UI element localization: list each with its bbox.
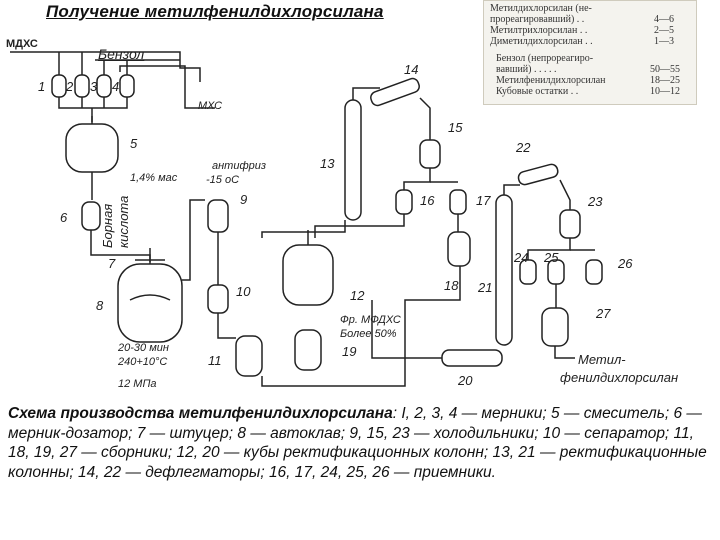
mdhs-label: МДХС [6, 38, 38, 50]
column-cube [371, 300, 503, 367]
cooler-pipe [527, 238, 571, 260]
figure-caption: Схема производства метилфенилдихлорсилан… [8, 404, 714, 482]
svg-text:24: 24 [513, 250, 528, 265]
collector-vessel [235, 335, 263, 377]
svg-text:6: 6 [60, 210, 68, 225]
product-label: фенилдихлорсилан [560, 370, 679, 385]
equipment-numbers: 1 2 3 4 5 6 7 8 9 10 11 12 13 14 15 16 1… [38, 62, 633, 388]
svg-text:10: 10 [236, 284, 251, 299]
svg-text:13: 13 [320, 156, 335, 171]
fraction-percent-label: Более 50% [340, 328, 397, 340]
svg-text:7: 7 [108, 256, 116, 271]
cooler-vessel [419, 139, 441, 169]
svg-text:11: 11 [208, 353, 222, 368]
separator-pipe [217, 313, 236, 339]
composition-row-name: Кубовые остатки . . [496, 86, 579, 97]
antifreeze-label: антифриз [212, 160, 266, 172]
dephlegmator [370, 77, 431, 140]
product-pipe [554, 346, 575, 359]
svg-text:12: 12 [350, 288, 365, 303]
svg-text:9: 9 [240, 192, 247, 207]
svg-text:18: 18 [444, 278, 459, 293]
svg-text:14: 14 [404, 62, 418, 77]
collector-vessel [541, 307, 569, 347]
svg-text:22: 22 [515, 140, 531, 155]
composition-row-name: прореагировавший) . . [490, 14, 585, 25]
feed-pipe [10, 51, 201, 82]
autoclave-outlet-pipe [182, 199, 205, 281]
pressure-label: 12 МПа [118, 378, 157, 390]
fraction-label: Фр. МФДХС [340, 314, 401, 326]
svg-text:16: 16 [420, 193, 435, 208]
svg-text:15: 15 [448, 120, 463, 135]
antifreeze-temp-label: -15 оС [206, 174, 240, 186]
svg-text:1: 1 [38, 79, 45, 94]
composition-table: Метилдихлорсилан (не- прореагировавший) … [483, 0, 697, 105]
svg-text:19: 19 [342, 344, 356, 359]
svg-text:2: 2 [65, 79, 74, 94]
svg-text:25: 25 [543, 250, 559, 265]
caption-text: : I, 2, 3, 4 — мерники; 5 — смеситель; 6… [8, 405, 707, 481]
boric-acid-label: Борная [100, 203, 115, 248]
process-flow-diagram: 1 2 3 4 5 6 7 8 9 10 11 12 13 14 15 16 1… [10, 51, 633, 388]
return-pipe [314, 214, 405, 238]
composition-row-name: вавший) . . . . . [496, 64, 557, 75]
receiver-vessel [519, 259, 537, 285]
composition-row-name: Диметилдихлорсилан . . [490, 36, 593, 47]
measure-vessels [51, 52, 135, 122]
svg-text:4: 4 [112, 79, 119, 94]
receiver-vessel [585, 259, 603, 285]
svg-text:20: 20 [457, 373, 473, 388]
product-label: Метил- [578, 352, 626, 367]
composition-row-value: 10—12 [650, 86, 680, 97]
composition-row-value: 1—3 [654, 36, 674, 47]
svg-text:26: 26 [617, 256, 633, 271]
composition-row-name: Метилдихлорсилан (не- [490, 3, 592, 14]
autoclave [117, 248, 183, 343]
composition-row-name: Бензол (непрореагиро- [496, 53, 594, 64]
svg-text:17: 17 [476, 193, 491, 208]
caption-title: Схема производства метилфенилдихлорсилан… [8, 405, 393, 422]
percent-label: 1,4% мас [130, 172, 178, 184]
rectification-column [344, 87, 380, 221]
cooler-vessel [559, 209, 581, 239]
composition-row-name: Метилфенилдихлорсилан [496, 75, 606, 86]
boric-acid-label: кислота [116, 195, 131, 248]
benzol-label: Бензол [98, 46, 145, 62]
collector-vessel [447, 231, 471, 267]
doser-vessel [81, 201, 101, 231]
collector-vessel [294, 329, 322, 371]
dephlegmator [517, 163, 559, 186]
dephlegmator-pipe [559, 179, 571, 210]
cooler-pipe [403, 168, 431, 190]
mhs-pipe [119, 65, 215, 109]
svg-text:3: 3 [90, 79, 98, 94]
temperature-label: 240+10°С [118, 356, 168, 368]
svg-text:8: 8 [96, 298, 104, 313]
page-title: Получение метилфенилдихлорсилана [46, 2, 384, 21]
svg-text:27: 27 [595, 306, 611, 321]
separator-vessel [207, 284, 229, 314]
composition-row-value: 50—55 [650, 64, 680, 75]
receiver-vessel [395, 189, 413, 215]
composition-row-value: 18—25 [650, 75, 680, 86]
svg-text:23: 23 [587, 194, 603, 209]
return-pipe [261, 266, 461, 387]
rectification-column [495, 184, 520, 346]
receiver-vessel [449, 189, 467, 215]
column-cube [261, 220, 346, 306]
svg-text:5: 5 [130, 136, 138, 151]
composition-row-value: 2—5 [654, 25, 674, 36]
mhs-label: МХС [198, 100, 223, 112]
composition-row-value: 4—6 [654, 14, 674, 25]
svg-text:21: 21 [477, 280, 492, 295]
mixer-vessel [65, 116, 119, 200]
time-label: 20-30 мин [118, 342, 169, 354]
cooler-vessel [207, 199, 229, 285]
composition-row-name: Метилтрихлорсилан . . [490, 25, 588, 36]
